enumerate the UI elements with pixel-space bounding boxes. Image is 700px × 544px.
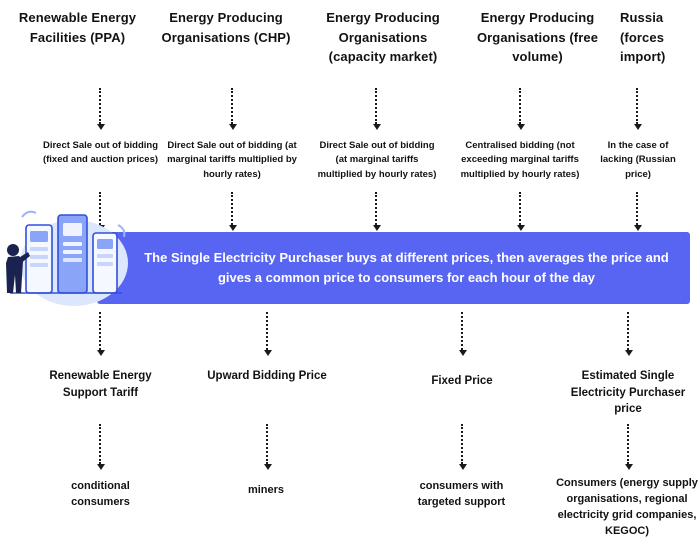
dotted-arrow-down-icon xyxy=(97,88,105,130)
dotted-arrow-down-icon xyxy=(459,424,467,470)
consumers-miners: miners xyxy=(247,484,285,496)
sale-method-capacity-market: Direct Sale out of bidding (at marginal … xyxy=(317,140,437,180)
dotted-arrow-down-icon xyxy=(97,312,105,356)
dotted-arrow-down-icon xyxy=(264,424,272,470)
price-upward-bidding: Upward Bidding Price xyxy=(207,370,327,382)
purchaser-banner: The Single Electricity Purchaser buys at… xyxy=(97,232,690,304)
sale-method-chp: Direct Sale out of bidding (at marginal … xyxy=(167,140,297,180)
consumers-targeted-support: consumers with targeted support xyxy=(417,480,506,508)
dotted-arrow-down-icon xyxy=(373,192,381,231)
dotted-arrow-down-icon xyxy=(517,192,525,231)
dotted-arrow-down-icon xyxy=(373,88,381,130)
source-header-russia: Russia (forces import) xyxy=(620,10,666,64)
source-header-chp: Energy Producing Organisations (CHP) xyxy=(161,10,291,45)
price-fixed: Fixed Price xyxy=(431,375,493,387)
source-header-free-volume: Energy Producing Organisations (free vol… xyxy=(476,10,599,64)
sale-method-renewables: Direct Sale out of bidding (fixed and au… xyxy=(42,140,159,166)
price-renewable-support-tariff: Renewable Energy Support Tariff xyxy=(49,370,152,399)
dotted-arrow-down-icon xyxy=(459,312,467,356)
source-header-renewables: Renewable Energy Facilities (PPA) xyxy=(18,10,137,45)
dotted-arrow-down-icon xyxy=(634,192,642,231)
dotted-arrow-down-icon xyxy=(625,424,633,470)
dotted-arrow-down-icon xyxy=(517,88,525,130)
consumers-conditional: conditional consumers xyxy=(71,480,130,508)
dotted-arrow-down-icon xyxy=(229,192,237,231)
sale-method-free-volume: Centralised bidding (not exceeding margi… xyxy=(460,140,580,180)
dotted-arrow-down-icon xyxy=(229,88,237,130)
sale-method-russia: In the case of lacking (Russian price) xyxy=(600,140,676,180)
purchaser-banner-text: The Single Electricity Purchaser buys at… xyxy=(144,249,669,285)
person-with-electricity-cabinets-icon xyxy=(6,210,128,306)
dotted-arrow-down-icon xyxy=(634,88,642,130)
dotted-arrow-down-icon xyxy=(625,312,633,356)
dotted-arrow-down-icon xyxy=(97,424,105,470)
dotted-arrow-down-icon xyxy=(264,312,272,356)
source-header-capacity-market: Energy Producing Organisations (capacity… xyxy=(326,10,440,64)
price-estimated-single-purchaser: Estimated Single Electricity Purchaser p… xyxy=(570,370,686,416)
consumers-general: Consumers (energy supply organisations, … xyxy=(556,477,698,537)
